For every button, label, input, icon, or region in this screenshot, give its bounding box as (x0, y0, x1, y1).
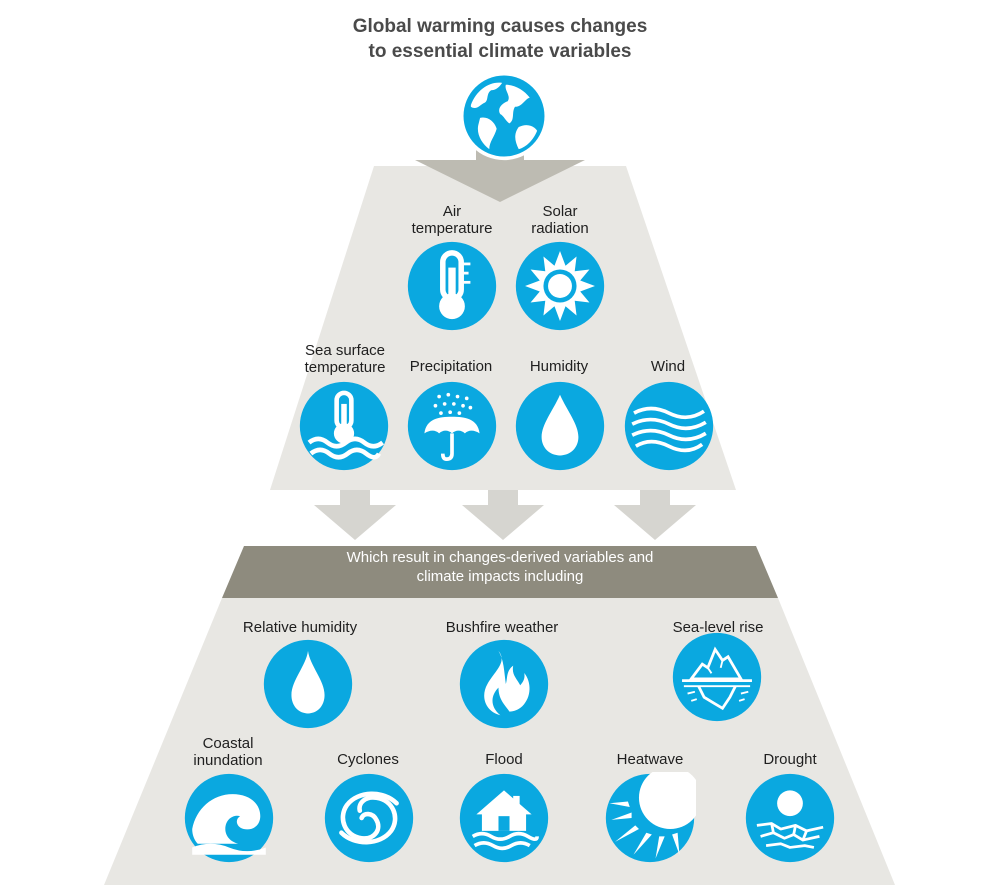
down-arrow-center (462, 490, 544, 540)
title-line-1: Global warming causes changes (352, 16, 648, 37)
label-line-1: Flood (485, 751, 523, 768)
title-line-2: to essential climate variables (368, 41, 632, 62)
label-cyclones: Cyclones (316, 751, 420, 768)
label-precipitation: Precipitation (396, 358, 506, 375)
label-sea-surface-temperature: Sea surface temperature (290, 342, 400, 376)
label-line-1: Bushfire weather (445, 619, 559, 636)
flame-icon (458, 638, 550, 730)
label-drought: Drought (738, 751, 842, 768)
top-arrow (415, 144, 585, 202)
flooded-house-icon (458, 772, 550, 864)
label-air-temperature: Air temperature (410, 203, 494, 237)
label-sea-level-rise: Sea-level rise (651, 619, 785, 636)
label-line-1: Drought (763, 751, 817, 768)
wave-icon (183, 772, 275, 864)
thermometer-icon (406, 240, 498, 332)
label-line-2: inundation (193, 752, 263, 769)
banner-line-2: climate impacts including (416, 568, 584, 585)
label-line-1: Coastal (202, 735, 254, 752)
label-bushfire-weather: Bushfire weather (435, 619, 569, 636)
label-line-1: Cyclones (337, 751, 399, 768)
drop-icon (262, 638, 354, 730)
label-line-1: Precipitation (409, 358, 493, 375)
label-line-2: temperature (411, 220, 493, 237)
banner-shape (222, 546, 778, 598)
globe-icon (458, 70, 550, 162)
label-coastal-inundation: Coastal inundation (176, 735, 280, 769)
cyclone-icon (323, 772, 415, 864)
down-arrow-left (314, 490, 396, 540)
label-line-1: Wind (650, 358, 686, 375)
sea-thermometer-icon (298, 380, 390, 472)
label-line-2: temperature (304, 359, 386, 376)
label-line-1: Solar (542, 203, 578, 220)
banner: Which result in changes-derived variable… (200, 548, 800, 586)
label-heatwave: Heatwave (598, 751, 702, 768)
down-arrow-right (614, 490, 696, 540)
label-line-2: radiation (531, 220, 589, 237)
iceberg-icon (671, 631, 763, 723)
sun-icon (514, 240, 606, 332)
label-line-1: Sea surface (304, 342, 386, 359)
wind-icon (623, 380, 715, 472)
label-relative-humidity: Relative humidity (233, 619, 367, 636)
umbrella-rain-icon (406, 380, 498, 472)
label-wind: Wind (613, 358, 723, 375)
label-line-1: Sea-level rise (672, 619, 764, 636)
heat-sun-icon (604, 772, 696, 864)
diagram-title: Global warming causes changes to essenti… (250, 14, 750, 64)
water-drop-icon (514, 380, 606, 472)
label-line-1: Humidity (529, 358, 589, 375)
banner-line-1: Which result in changes-derived variable… (346, 549, 654, 566)
label-line-1: Relative humidity (242, 619, 358, 636)
label-line-1: Heatwave (616, 751, 684, 768)
label-solar-radiation: Solar radiation (518, 203, 602, 237)
drought-icon (744, 772, 836, 864)
label-flood: Flood (452, 751, 556, 768)
upper-trapezoid (270, 166, 736, 490)
label-line-1: Air (442, 203, 462, 220)
label-humidity: Humidity (504, 358, 614, 375)
